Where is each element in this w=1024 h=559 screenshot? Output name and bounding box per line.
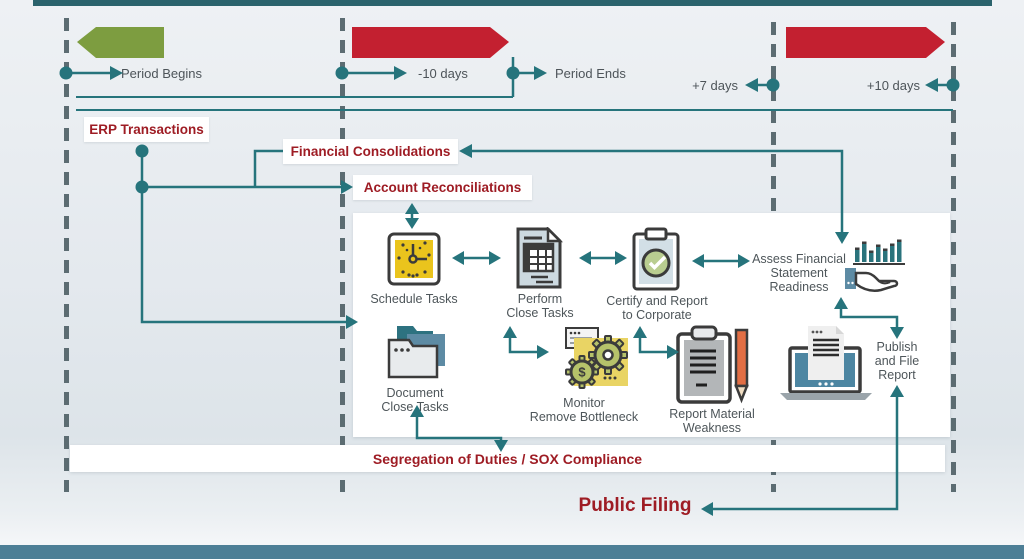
public-filing-text: Public Filing	[578, 495, 692, 516]
clipboard-pencil-icon	[676, 325, 749, 404]
calendar-clock-icon	[387, 232, 441, 286]
post-close-arrow	[786, 27, 945, 58]
top-accent-bar	[33, 0, 992, 6]
laptop-report-icon	[780, 326, 872, 400]
gears-dollar-icon: $	[565, 327, 628, 389]
plus10-arrowhead	[925, 78, 938, 92]
plus-10-days-text: +10 days	[866, 78, 920, 93]
hand-bar-chart-icon	[845, 239, 905, 292]
period-ends-arrowhead	[534, 66, 547, 80]
svg-text:$: $	[578, 365, 586, 380]
financial-consolidations-label: Financial Consolidations	[283, 139, 458, 164]
erp-junction-dot	[135, 180, 149, 194]
period-begins-arrow	[77, 27, 164, 58]
step-label-schedule-tasks: Schedule Tasks	[370, 292, 458, 306]
certify-clipboard-icon	[632, 227, 680, 291]
folders-icon	[387, 326, 445, 379]
plus7-arrowhead	[745, 78, 758, 92]
sox-banner-text-wrap: Segregation of Duties / SOX Compliance	[70, 445, 945, 472]
period-begins-text: Period Begins	[121, 66, 202, 81]
erp-transactions-label: ERP Transactions	[84, 117, 209, 142]
pre-close-arrow	[352, 27, 509, 58]
erp-to-document-line	[140, 187, 346, 324]
dashed-line-minus10	[340, 18, 345, 492]
erp-transactions-text: ERP Transactions	[89, 122, 204, 137]
period-ends-text: Period Ends	[555, 66, 626, 81]
dashed-line-period-begins	[64, 18, 69, 492]
sox-banner-text: Segregation of Duties / SOX Compliance	[372, 450, 643, 467]
erp-junction-dot	[135, 144, 149, 158]
financial-cons-arrowhead	[459, 144, 472, 158]
plus-7-days-text: +7 days	[692, 78, 738, 93]
spreadsheet-document-icon	[516, 227, 564, 289]
minus-10-days-text: -10 days	[418, 66, 468, 81]
account-reconciliations-label: Account Reconciliations	[353, 175, 532, 200]
dashed-line-plus10	[951, 22, 956, 492]
financial-consolidations-text: Financial Consolidations	[290, 144, 451, 159]
erp-to-financial-cons-line	[253, 149, 283, 187]
timeline-dot	[506, 66, 520, 80]
bottom-accent-bar	[0, 545, 1024, 559]
minus10-arrowhead	[394, 66, 407, 80]
account-reconciliations-text: Account Reconciliations	[363, 180, 522, 195]
